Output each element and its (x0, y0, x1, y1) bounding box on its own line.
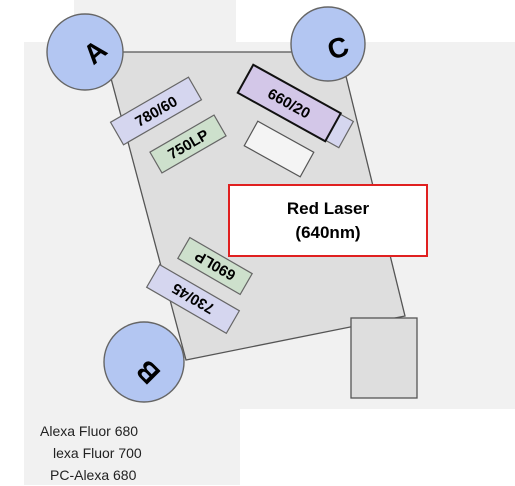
port-c: C (290, 6, 366, 82)
fluorophore-item: Alexa Fluor 680 (40, 423, 139, 439)
background-panel-bottom (24, 409, 240, 485)
empty-filter-slot (243, 120, 315, 178)
fluorophore-list: Alexa Fluor 680 lexa Fluor 700 PC-Alexa … (40, 420, 240, 486)
laser-name: Red Laser (286, 198, 370, 218)
fluorophore-item: lexa Fluor 700 (53, 445, 142, 461)
laser-wavelength: (640nm) (295, 222, 361, 242)
port-b: B (103, 321, 185, 403)
red-laser-box: Red Laser (640nm) (228, 184, 428, 257)
detector-square (350, 317, 418, 399)
fluorophore-item: PC-Alexa 680 (50, 467, 137, 483)
port-a: A (46, 13, 124, 91)
